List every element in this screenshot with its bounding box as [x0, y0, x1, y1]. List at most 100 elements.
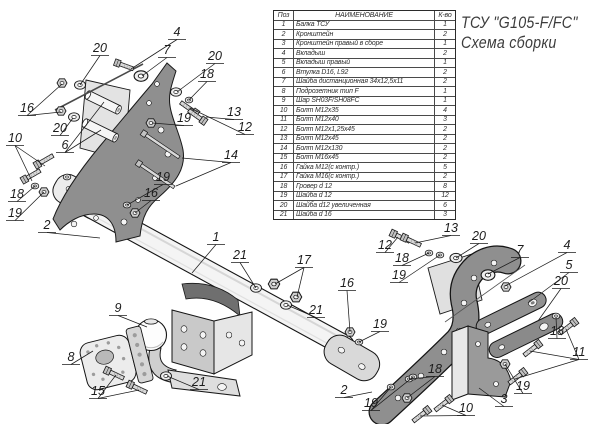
center-box — [171, 282, 253, 375]
svg-text:8: 8 — [68, 350, 75, 364]
svg-text:18: 18 — [428, 362, 442, 376]
svg-text:13: 13 — [227, 105, 241, 119]
svg-text:14: 14 — [224, 148, 238, 162]
svg-text:19: 19 — [516, 379, 530, 393]
right-box-bracket — [451, 325, 512, 401]
bolt-10 — [410, 405, 433, 424]
callout-16: 16 — [18, 83, 63, 116]
svg-text:19: 19 — [373, 317, 387, 331]
svg-text:4: 4 — [174, 25, 181, 39]
washer-7 — [133, 70, 149, 82]
callout-7: 7 — [141, 43, 176, 77]
callout-19: 19 — [126, 170, 172, 206]
svg-text:20: 20 — [207, 49, 222, 63]
svg-text:5: 5 — [566, 258, 573, 272]
bolt-13 — [399, 232, 423, 250]
callout-16: 16 — [134, 186, 160, 214]
svg-text:19: 19 — [392, 268, 406, 282]
svg-text:18: 18 — [550, 324, 564, 338]
svg-text:7: 7 — [164, 43, 172, 57]
svg-text:20: 20 — [471, 229, 486, 243]
callout-11: 11 — [514, 328, 588, 380]
callout-18: 18 — [8, 185, 36, 202]
svg-text:15: 15 — [91, 384, 105, 398]
header-pos: Поз — [274, 11, 294, 20]
svg-text:13: 13 — [444, 221, 458, 235]
svg-text:12: 12 — [378, 238, 392, 252]
callout-19: 19 — [151, 111, 193, 126]
callout-6: 6 — [56, 101, 105, 153]
callout-19: 19 — [6, 191, 45, 221]
callout-16: 16 — [338, 276, 356, 333]
bolt-10 — [19, 166, 43, 185]
callout-13: 13 — [205, 105, 243, 120]
callout-20: 20 — [537, 274, 570, 322]
drawing-title-model: ТСУ "G105-F/FC" — [461, 13, 578, 32]
callout-9: 9 — [109, 301, 148, 328]
callout-3: 3 — [478, 387, 513, 407]
svg-text:18: 18 — [200, 67, 214, 81]
svg-text:9: 9 — [115, 301, 122, 315]
svg-text:2: 2 — [340, 383, 348, 397]
washer-21 — [160, 371, 172, 381]
callout-20: 20 — [455, 229, 488, 259]
washer-20 — [170, 87, 182, 97]
callout-15: 15 — [89, 374, 140, 399]
callout-19: 19 — [362, 376, 414, 411]
callout-18: 18 — [406, 362, 444, 399]
svg-text:20: 20 — [52, 121, 67, 135]
bolt-4 — [113, 58, 135, 73]
svg-text:16: 16 — [340, 276, 354, 290]
svg-text:10: 10 — [8, 131, 22, 145]
callout-14: 14 — [175, 148, 240, 187]
callout-12: 12 — [376, 236, 399, 253]
table-header-row: Поз НАИМЕНОВАНИЕ К-во — [274, 11, 455, 21]
right-bracket — [368, 245, 522, 424]
right-insert-bar-2 — [488, 312, 564, 358]
callout-21: 21 — [286, 303, 325, 318]
header-name: НАИМЕНОВАНИЕ — [294, 11, 435, 20]
svg-text:20: 20 — [92, 41, 107, 55]
svg-text:18: 18 — [10, 187, 24, 201]
svg-text:11: 11 — [573, 345, 586, 359]
nut-4 — [500, 282, 512, 292]
bolt-10 — [432, 394, 455, 414]
svg-text:21: 21 — [232, 248, 247, 262]
callout-5: 5 — [527, 258, 578, 304]
washer-21 — [280, 300, 292, 310]
drawing-title: ТСУ "G105-F/FC" Схема сборки — [461, 13, 578, 53]
drawing-title-subtitle: Схема сборки — [461, 33, 557, 52]
callout-19: 19 — [358, 317, 389, 343]
rod-axis-left — [54, 63, 144, 111]
callout-10: 10 — [6, 131, 46, 182]
callout-7: 7 — [487, 243, 529, 275]
svg-text:19: 19 — [8, 206, 22, 220]
svg-text:21: 21 — [308, 303, 323, 317]
nut-17 — [289, 291, 303, 303]
svg-text:19: 19 — [156, 170, 170, 184]
svg-text:18: 18 — [395, 251, 409, 265]
svg-text:1: 1 — [213, 230, 220, 244]
callout-19: 19 — [504, 363, 532, 394]
nut-16 — [55, 106, 67, 116]
callout-4: 4 — [130, 25, 186, 70]
callout-20: 20 — [51, 117, 74, 136]
